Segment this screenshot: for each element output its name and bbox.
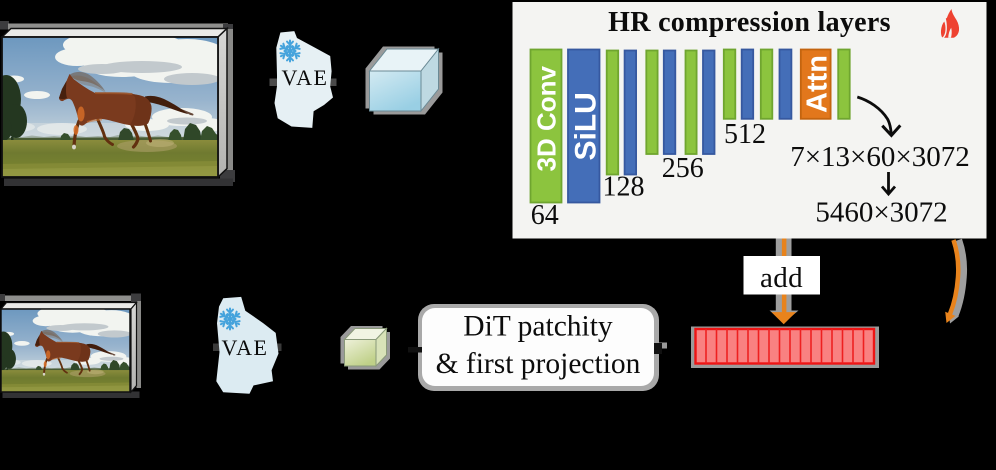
svg-text:3D Conv: 3D Conv — [532, 66, 562, 172]
svg-text:64: 64 — [531, 200, 559, 231]
svg-text:7×13×60×3072: 7×13×60×3072 — [790, 141, 970, 173]
svg-text:HR compression layers: HR compression layers — [608, 7, 891, 38]
svg-text:128: 128 — [603, 172, 645, 203]
svg-text:VAE: VAE — [282, 65, 329, 90]
svg-text:add: add — [760, 262, 803, 294]
svg-text:SiLU: SiLU — [570, 92, 603, 160]
svg-text:5460×3072: 5460×3072 — [815, 197, 947, 229]
svg-text:VAE: VAE — [222, 335, 269, 360]
svg-text:512: 512 — [724, 119, 766, 150]
svg-text:DiT patchity: DiT patchity — [463, 311, 613, 343]
svg-text:Attn: Attn — [802, 55, 834, 113]
svg-text:256: 256 — [662, 153, 704, 184]
svg-text:& first projection: & first projection — [436, 348, 641, 380]
